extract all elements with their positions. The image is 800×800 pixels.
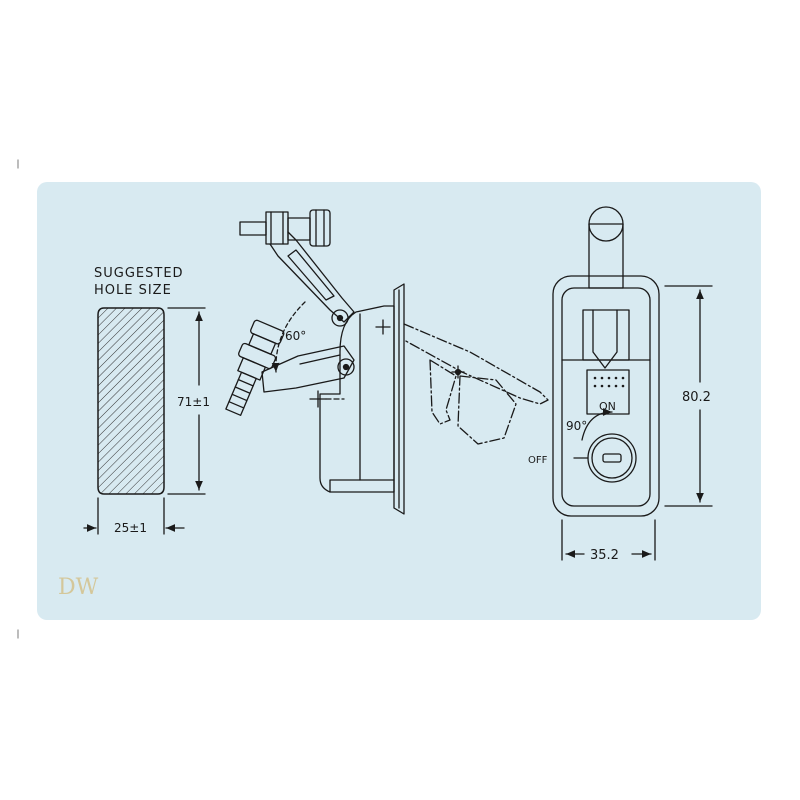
hole-shape — [97, 307, 165, 495]
rotation-angle-label: 90° — [566, 419, 587, 433]
off-position-label: OFF — [528, 455, 548, 466]
latch-side-view — [225, 209, 549, 515]
hole-label-line-2: HOLE SIZE — [94, 283, 172, 298]
hole-width-label: 25±1 — [114, 521, 147, 535]
hole-label-line-1: SUGGESTED — [94, 266, 184, 281]
hole-height-dimension — [167, 307, 206, 495]
body-width-dimension — [561, 519, 656, 561]
on-position-label: ON — [599, 400, 616, 413]
body-height-label: 80.2 — [682, 390, 711, 405]
suggested-hole-label: SUGGESTED HOLE SIZE — [94, 266, 184, 298]
body-width-label: 35.2 — [590, 548, 619, 563]
hole-width-dimension — [83, 497, 185, 535]
watermark-logo: DW — [58, 575, 99, 600]
body-height-dimension — [664, 285, 713, 507]
swing-angle-label: 60° — [285, 329, 306, 343]
hole-height-label: 71±1 — [177, 395, 210, 409]
latch-front-view — [552, 206, 660, 517]
